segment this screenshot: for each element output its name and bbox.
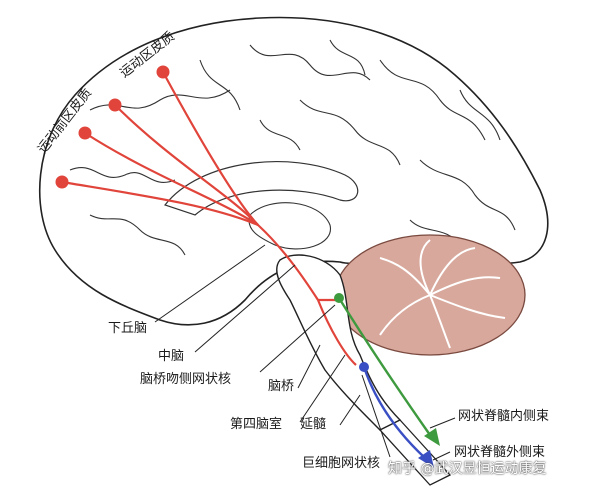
- label-lateral-reticulospinal-tract: 网状脊髓外侧束: [454, 445, 546, 460]
- medial-reticulospinal-tract: [334, 293, 440, 446]
- label-medial-reticulospinal-tract: 网状脊髓内侧束: [458, 409, 550, 424]
- label-pontine-reticular-nucleus: 脑桥吻侧网状核: [140, 372, 232, 387]
- label-midbrain: 中脑: [158, 349, 185, 364]
- pontine-nucleus-dot: [334, 293, 344, 303]
- label-pons: 脑桥: [268, 379, 295, 394]
- cortical-pathways: [61, 71, 357, 366]
- gyri-lines: [69, 39, 516, 256]
- leader-lines: [154, 244, 456, 461]
- lateral-reticulospinal-tract: [359, 362, 434, 468]
- premotor-cortex-dot-1: [78, 126, 92, 140]
- cerebellum-folia: [379, 239, 506, 349]
- label-gigantocellular-nucleus: 巨细胞网状核: [302, 456, 381, 471]
- label-medulla: 延髓: [300, 417, 327, 432]
- label-fourth-ventricle: 第四脑室: [230, 417, 283, 432]
- medial-tract-arrow: [424, 428, 440, 446]
- premotor-cortex-dot-2: [55, 175, 69, 189]
- motor-cortex-dot-2: [108, 98, 122, 112]
- motor-cortex-dot-1: [156, 65, 170, 79]
- watermark: 知乎 @武汉昱恒运动康复: [388, 461, 547, 477]
- cortex-nuclei: [55, 65, 170, 189]
- label-inferior-colliculus: 下丘脑: [108, 321, 148, 336]
- lateral-tract-arrow: [418, 450, 434, 468]
- gigantocellular-nucleus-dot: [359, 362, 369, 372]
